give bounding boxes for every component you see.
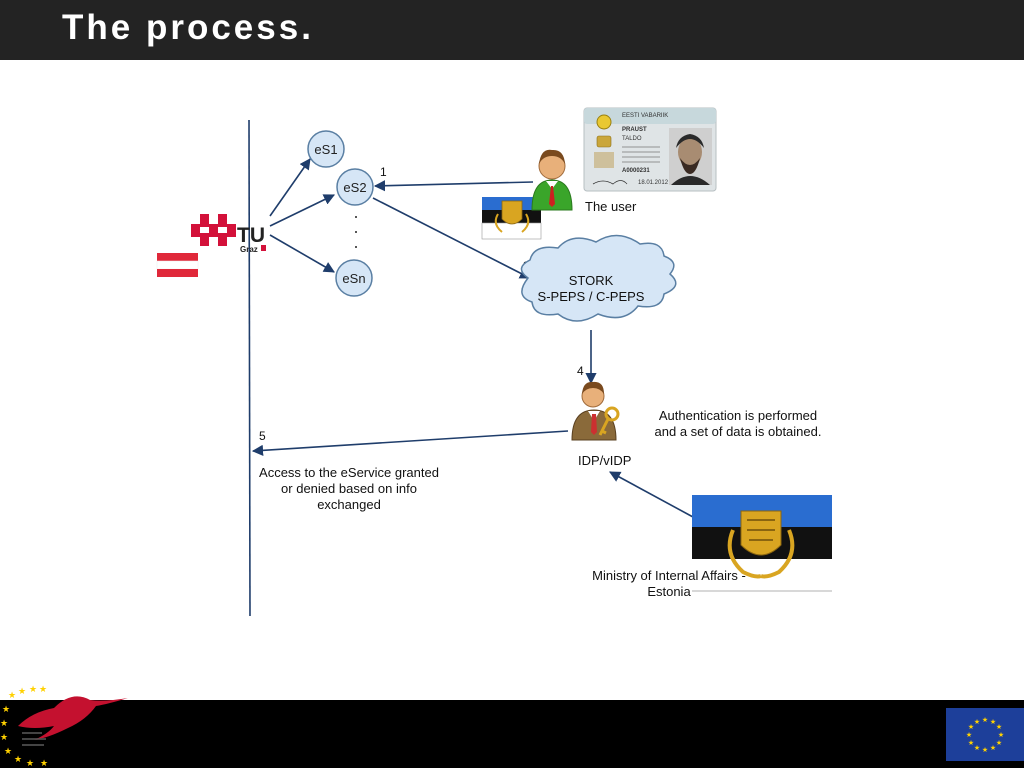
arrow-step-5 — [251, 430, 569, 456]
step-4-label: 4 — [577, 364, 584, 378]
svg-text:★: ★ — [974, 718, 980, 726]
svg-text:★: ★ — [4, 747, 12, 757]
access-line-1: Access to the eService granted — [259, 465, 439, 480]
arrow-step-3 — [372, 197, 531, 279]
stork-cloud: STORK S-PEPS / C-PEPS — [520, 234, 677, 322]
svg-text:★: ★ — [0, 733, 8, 743]
id-card-date: 18.01.2012 — [638, 180, 669, 186]
node-dots — [355, 216, 357, 248]
svg-text:★: ★ — [990, 718, 996, 726]
svg-text:★: ★ — [966, 731, 972, 739]
cloud-line-2: S-PEPS / C-PEPS — [538, 289, 645, 304]
svg-text:★: ★ — [996, 723, 1002, 731]
ministry-line-1: Ministry of Internal Affairs - — [592, 568, 746, 583]
graz-text: Graz — [240, 245, 258, 254]
austria-flag-icon — [156, 253, 199, 277]
node-es1: eS1 — [307, 130, 345, 168]
svg-text:★: ★ — [996, 739, 1002, 747]
arrow-to-es2 — [269, 194, 336, 227]
node-es1-label: eS1 — [314, 142, 337, 157]
cloud-line-1: STORK — [569, 273, 614, 288]
access-line-2: or denied based on info — [281, 481, 417, 496]
svg-text:★: ★ — [982, 746, 988, 754]
svg-text:★: ★ — [0, 719, 8, 729]
estonia-flag-large — [692, 495, 832, 592]
arrow-step-1 — [373, 180, 534, 192]
estonia-flag-icon — [481, 197, 542, 240]
node-es2: eS2 — [336, 168, 374, 206]
access-line-3: exchanged — [317, 497, 381, 512]
svg-text:★: ★ — [8, 691, 16, 701]
crane-logo: ★ ★ ★ ★ ★ ★ ★ ★ ★ ★ ★ — [0, 685, 128, 768]
svg-text:★: ★ — [968, 739, 974, 747]
id-card-image: EESTI VABARIIK PRAUST TALDO A0000231 18.… — [583, 107, 717, 192]
ministry-line-2: Estonia — [647, 584, 691, 599]
tu-text: TU — [237, 224, 265, 247]
user-label: The user — [585, 199, 637, 214]
idp-key-icon — [571, 381, 620, 441]
footer-bar — [0, 700, 1024, 768]
user-icon — [531, 149, 573, 211]
svg-text:★: ★ — [29, 685, 37, 695]
node-esn-label: eSn — [342, 271, 365, 286]
id-card-surname: PRAUST — [622, 127, 647, 133]
svg-text:★: ★ — [14, 755, 22, 765]
arrow-to-es1 — [269, 158, 311, 217]
step-1-label: 1 — [380, 165, 387, 179]
svg-text:★: ★ — [998, 731, 1004, 739]
step-5-label: 5 — [259, 429, 266, 443]
svg-text:★: ★ — [2, 705, 10, 715]
node-esn: eSn — [335, 259, 373, 297]
svg-text:★: ★ — [968, 723, 974, 731]
svg-text:★: ★ — [18, 687, 26, 697]
id-card-header: EESTI VABARIIK — [622, 113, 668, 119]
tu-graz-logo: TU Graz — [191, 214, 266, 254]
svg-text:★: ★ — [39, 685, 47, 695]
svg-text:★: ★ — [974, 744, 980, 752]
page-title: The process. — [62, 8, 314, 47]
node-es2-label: eS2 — [343, 180, 366, 195]
boundary-line — [248, 119, 251, 617]
idp-label: IDP/vIDP — [578, 453, 631, 468]
svg-text:★: ★ — [26, 759, 34, 768]
auth-line-1: Authentication is performed — [659, 408, 817, 423]
eu-flag-icon: ★ ★ ★ ★ ★ ★ ★ ★ ★ ★ ★ ★ — [946, 708, 1024, 761]
svg-text:★: ★ — [982, 716, 988, 724]
arrow-ministry-to-idp — [609, 471, 694, 518]
svg-text:★: ★ — [990, 744, 996, 752]
svg-text:★: ★ — [40, 759, 48, 768]
header-bar: The process. — [0, 0, 1024, 60]
auth-line-2: and a set of data is obtained. — [655, 424, 822, 439]
id-card-number: A0000231 — [622, 168, 650, 174]
id-card-given: TALDO — [622, 136, 642, 142]
arrow-to-esn — [269, 234, 335, 273]
